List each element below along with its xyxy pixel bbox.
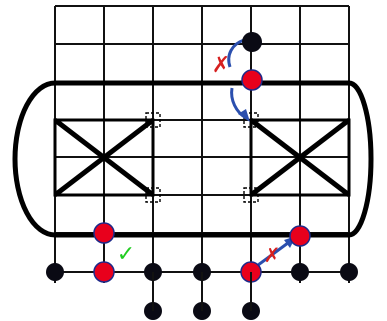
right-palace — [249, 118, 351, 197]
left-palace-box — [53, 118, 155, 197]
top-move-black-dot — [242, 32, 262, 52]
corner-brackets — [145, 112, 259, 203]
corner-bracket-bl — [145, 187, 161, 203]
bottom-right-upper-red-marker — [289, 225, 311, 247]
top-move: ✗ — [212, 32, 263, 122]
top-move-invalid-mark: ✗ — [212, 53, 230, 78]
top-move-arrow-upper — [227, 38, 245, 68]
black-dot — [46, 263, 64, 281]
bottom-left-upper-red-marker — [93, 222, 115, 244]
bottom-left-valid-mark: ✓ — [117, 242, 135, 267]
black-dot — [291, 263, 309, 281]
bottom-right-move: ✗ — [240, 225, 311, 283]
bottom-right-invalid-mark: ✗ — [264, 243, 281, 267]
corner-bracket-tl — [145, 112, 161, 128]
bottom-stubs — [152, 272, 252, 311]
left-palace-diagonal-2 — [53, 118, 155, 197]
left-palace — [53, 118, 155, 197]
corner-bracket-tr — [243, 112, 259, 128]
bottom-left-lower-red-marker — [93, 261, 115, 283]
capsule-frame — [12, 80, 374, 238]
bottom-right-move-arrow — [253, 238, 293, 270]
black-dot — [340, 263, 358, 281]
right-palace-diagonal-2 — [249, 118, 351, 197]
corner-bracket-br — [243, 187, 259, 203]
top-move-red-marker — [241, 69, 263, 91]
top-move-arrowhead — [238, 109, 250, 122]
right-palace-box — [249, 118, 351, 197]
bottom-left-move: ✓ — [93, 222, 135, 283]
